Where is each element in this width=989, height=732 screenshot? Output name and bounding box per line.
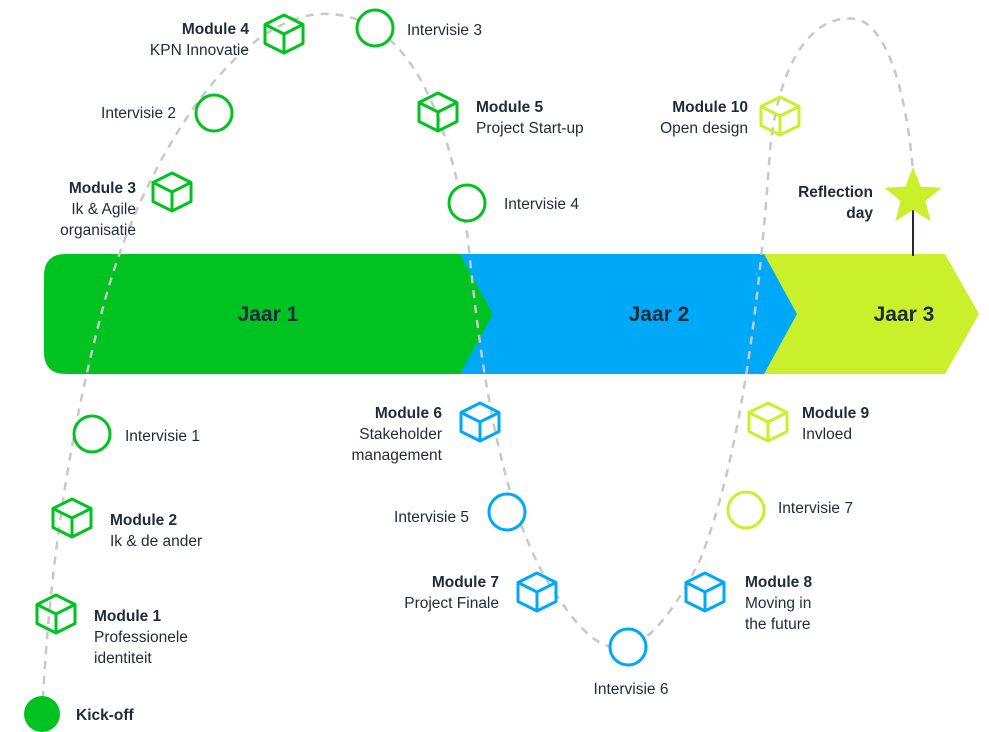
module-5-title: Module 5 <box>476 99 544 116</box>
intervisie-icons <box>72 8 766 667</box>
year-2-segment <box>440 254 808 374</box>
cube-icon <box>684 571 726 613</box>
ring-icon <box>447 183 487 223</box>
module-10-title: Module 10 <box>672 99 748 116</box>
year-3-label: Jaar 3 <box>874 303 935 326</box>
year-2-label: Jaar 2 <box>629 303 690 326</box>
module-labels: Module 1 Professionele identiteit Module… <box>60 21 869 667</box>
kick-off-label: Kick-off <box>76 707 135 724</box>
year-banner: Jaar 1 Jaar 2 Jaar 3 <box>44 254 979 374</box>
module-7-title: Module 7 <box>432 574 499 591</box>
ring-icon <box>608 627 648 667</box>
intervisie-6-label: Intervisie 6 <box>594 681 669 698</box>
kick-off-marker: Kick-off <box>24 696 135 732</box>
module-1-subtitle-line2: identiteit <box>94 650 152 667</box>
module-icons <box>35 13 801 635</box>
module-9-title: Module 9 <box>802 405 870 422</box>
module-1-title: Module 1 <box>94 608 162 625</box>
module-8-title: Module 8 <box>745 574 813 591</box>
module-3-subtitle-line2: organisatie <box>60 222 136 239</box>
intervisie-labels: Intervisie 1 Intervisie 2 Intervisie 3 I… <box>101 22 853 698</box>
module-4-subtitle-line1: KPN Innovatie <box>150 42 249 59</box>
cube-icon <box>516 571 558 613</box>
module-1-subtitle-line1: Professionele <box>94 629 188 646</box>
ring-icon <box>726 490 766 530</box>
reflection-label-line1: Reflection <box>798 184 873 201</box>
module-3-title: Module 3 <box>69 180 137 197</box>
intervisie-1-label: Intervisie 1 <box>125 428 200 445</box>
year-1-label: Jaar 1 <box>238 303 299 326</box>
cube-icon <box>35 593 77 635</box>
module-7-subtitle-line1: Project Finale <box>404 595 499 612</box>
ring-icon <box>72 414 112 454</box>
cube-icon <box>151 171 193 213</box>
reflection-label-line2: day <box>846 205 873 222</box>
module-6-subtitle-line2: management <box>352 447 443 464</box>
module-5-subtitle-line1: Project Start-up <box>476 120 584 137</box>
year-3-segment <box>764 254 979 374</box>
filled-circle-icon <box>24 696 60 732</box>
module-8-subtitle-line2: the future <box>745 616 811 633</box>
cube-icon <box>747 401 789 443</box>
ring-icon <box>355 8 395 48</box>
year-1-segment <box>44 254 493 374</box>
star-icon <box>884 167 942 222</box>
cube-icon <box>459 401 501 443</box>
module-8-subtitle-line1: Moving in <box>745 595 811 612</box>
cube-icon <box>263 13 305 55</box>
reflection-day-marker: Reflection day <box>798 167 942 222</box>
module-6-subtitle-line1: Stakeholder <box>359 426 442 443</box>
cube-icon <box>51 497 93 539</box>
journey-path <box>40 12 916 715</box>
intervisie-4-label: Intervisie 4 <box>504 196 579 213</box>
intervisie-5-label: Intervisie 5 <box>394 509 469 526</box>
module-3-subtitle-line1: Ik & Agile <box>71 201 136 218</box>
module-9-subtitle-line1: Invloed <box>802 426 852 443</box>
ring-icon <box>194 93 234 133</box>
module-2-subtitle-line1: Ik & de ander <box>110 533 202 550</box>
ring-icon <box>487 492 527 532</box>
module-2-title: Module 2 <box>110 512 177 529</box>
module-10-subtitle-line1: Open design <box>660 120 748 137</box>
intervisie-7-label: Intervisie 7 <box>778 500 853 517</box>
intervisie-2-label: Intervisie 2 <box>101 105 176 122</box>
cube-icon <box>759 95 801 137</box>
intervisie-3-label: Intervisie 3 <box>407 22 482 39</box>
cube-icon <box>417 91 459 133</box>
module-6-title: Module 6 <box>375 405 443 422</box>
module-4-title: Module 4 <box>182 21 250 38</box>
